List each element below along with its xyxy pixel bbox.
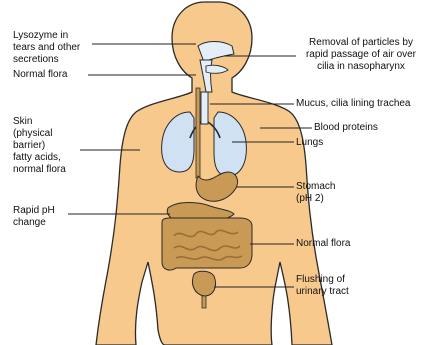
label-normal-flora-top: Normal flora	[13, 69, 67, 81]
trachea	[201, 92, 208, 124]
urethra	[202, 296, 206, 308]
label-lysozyme: Lysozyme in tears and other secretions	[13, 30, 80, 66]
label-mucus: Mucus, cilia lining trachea	[296, 98, 411, 110]
label-stomach: Stomach (pH 2)	[296, 181, 335, 205]
label-blood-proteins: Blood proteins	[314, 122, 378, 134]
label-skin: Skin (physical barrier) fatty acids, nor…	[13, 116, 66, 176]
label-flushing: Flushing of urinary tract	[296, 274, 349, 298]
label-normal-flora-bottom: Normal flora	[296, 238, 350, 250]
large-intestine	[162, 218, 252, 270]
label-removal: Removal of particles by rapid passage of…	[296, 37, 426, 73]
esophagus	[196, 88, 200, 178]
label-lungs: Lungs	[296, 137, 323, 149]
label-rapid-ph: Rapid pH change	[13, 205, 55, 229]
